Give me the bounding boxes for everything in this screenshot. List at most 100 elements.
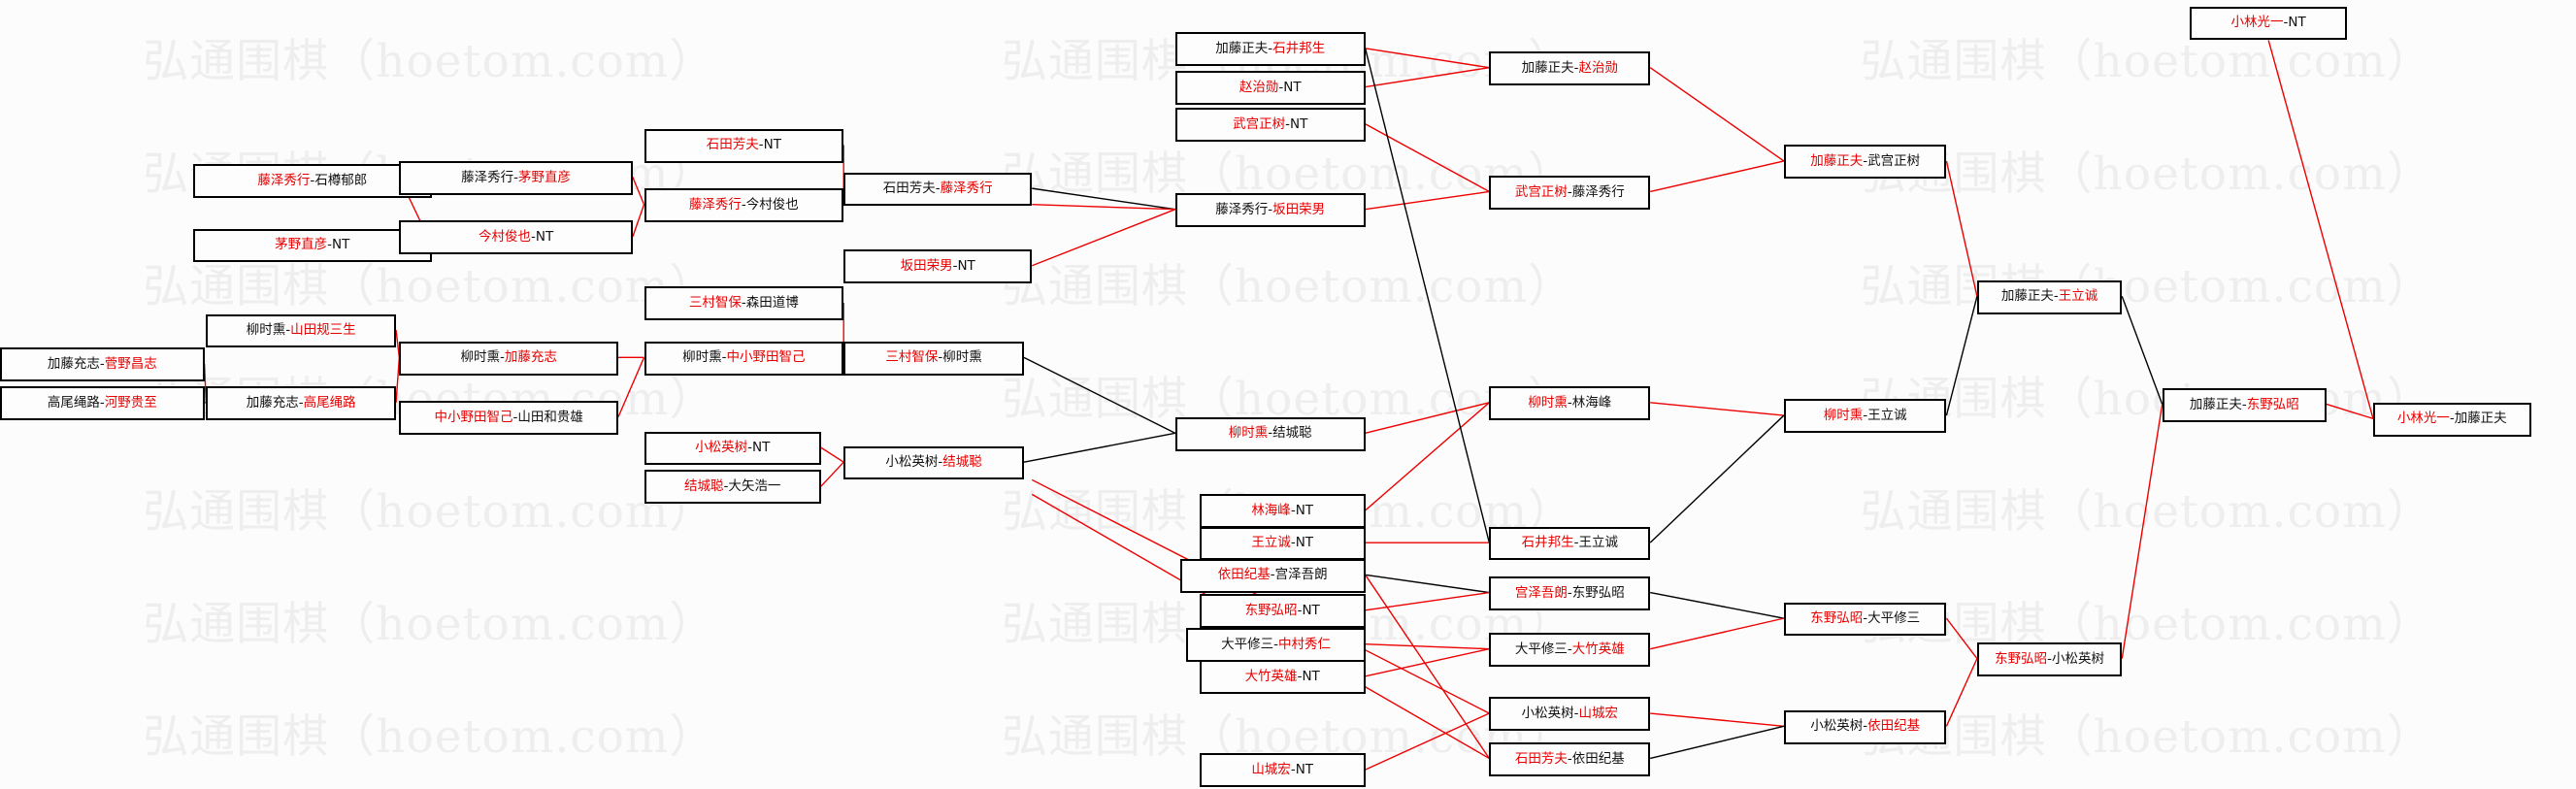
loser-name: 加藤正夫 <box>2189 396 2242 412</box>
name-separator: - <box>723 478 729 495</box>
loser-name: 大平修三 <box>1221 636 1274 652</box>
name-separator: - <box>1573 59 1579 76</box>
winner-name: 山田规三生 <box>290 322 356 339</box>
bracket-edge <box>1946 161 1977 296</box>
match-node[interactable]: 小松英树-山城宏 <box>1489 697 1651 732</box>
match-node[interactable]: 柳时熏-加藤充志 <box>399 341 618 376</box>
winner-name: 石田芳夫 <box>1514 750 1568 767</box>
match-node[interactable]: 东野弘昭-大平修三 <box>1783 602 1947 637</box>
name-separator: - <box>741 196 746 213</box>
loser-name: 山田和贵雄 <box>517 409 583 425</box>
name-separator: - <box>1863 718 1868 735</box>
winner-name: 菅野昌志 <box>104 356 157 373</box>
loser-name: NT <box>1283 79 1302 95</box>
match-node[interactable]: 武宫正树-藤泽秀行 <box>1489 175 1651 210</box>
bracket-edge <box>633 205 644 237</box>
match-node[interactable]: 藤泽秀行-坂田荣男 <box>1174 193 1366 227</box>
match-node[interactable]: 小松英树-NT <box>644 431 821 466</box>
match-node[interactable]: 柳时熏-王立诚 <box>1783 399 1947 434</box>
match-node[interactable]: 柳时熏-林海峰 <box>1489 386 1651 421</box>
loser-name: 结城聪 <box>1272 425 1312 442</box>
match-node[interactable]: 大平修三-大竹英雄 <box>1489 633 1651 667</box>
match-node[interactable]: 加藤充志-高尾绳路 <box>206 386 397 421</box>
match-node[interactable]: 东野弘昭-小松英树 <box>1976 642 2123 676</box>
match-node[interactable]: 宫泽吾朗-东野弘昭 <box>1489 575 1651 610</box>
winner-name: 柳时熏 <box>1528 394 1568 411</box>
bracket-edge <box>1650 161 1784 192</box>
winner-name: 石井邦生 <box>1521 535 1574 551</box>
loser-name: 小松英树 <box>2052 650 2105 667</box>
loser-name: NT <box>1295 762 1314 778</box>
winner-name: 加藤充志 <box>504 349 557 366</box>
match-node[interactable]: 高尾绳路-河野贵至 <box>0 386 205 421</box>
bracket-edge <box>1366 593 1490 610</box>
name-separator: - <box>310 172 315 188</box>
match-node[interactable]: 今村俊也-NT <box>399 220 633 255</box>
match-node[interactable]: 林海峰-NT <box>1199 494 1366 529</box>
match-node[interactable]: 石田芳夫-NT <box>644 128 844 163</box>
name-separator: - <box>938 349 943 366</box>
bracket-edge <box>1946 618 1977 658</box>
match-node[interactable]: 山城宏-NT <box>1199 753 1366 788</box>
match-node[interactable]: 赵治勋-NT <box>1174 71 1366 105</box>
name-separator: - <box>1573 535 1579 551</box>
winner-name: 藤泽秀行 <box>688 196 742 213</box>
match-node[interactable]: 坂田荣男-NT <box>843 249 1033 283</box>
match-node[interactable]: 加藤正夫-武宫正树 <box>1783 145 1947 180</box>
match-node[interactable]: 石井邦生-王立诚 <box>1489 526 1651 561</box>
loser-name: NT <box>535 228 554 245</box>
name-separator: - <box>531 228 536 245</box>
winner-name: 东野弘昭 <box>1995 650 2048 667</box>
match-node[interactable]: 柳时熏-山田规三生 <box>206 313 397 348</box>
match-node[interactable]: 依田纪基-宫泽吾朗 <box>1179 558 1366 593</box>
winner-name: 中小野田智己 <box>434 409 513 425</box>
bracket-edge <box>1366 644 1490 649</box>
match-node[interactable]: 藤泽秀行-今村俊也 <box>644 188 844 222</box>
match-node[interactable]: 大竹英雄-NT <box>1199 660 1366 695</box>
match-node[interactable]: 加藤充志-菅野昌志 <box>0 347 205 382</box>
match-node[interactable]: 中小野田智己-山田和贵雄 <box>399 401 618 435</box>
match-node[interactable]: 石田芳夫-藤泽秀行 <box>843 172 1033 207</box>
match-node[interactable]: 大平修三-中村秀仁 <box>1186 628 1366 662</box>
name-separator: - <box>99 394 105 411</box>
name-separator: - <box>1273 636 1278 652</box>
match-node[interactable]: 柳时熏-结城聪 <box>1174 416 1366 451</box>
match-node[interactable]: 加藤正夫-东野弘昭 <box>2162 387 2327 422</box>
match-node[interactable]: 加藤正夫-王立诚 <box>1976 279 2123 314</box>
match-node[interactable]: 小松英树-结城聪 <box>843 445 1024 480</box>
match-node[interactable]: 武宫正树-NT <box>1174 108 1366 142</box>
name-separator: - <box>1290 535 1296 551</box>
bracket-edge <box>1366 403 1490 434</box>
bracket-edge <box>1366 191 1490 209</box>
loser-name: NT <box>751 440 771 456</box>
name-separator: - <box>741 294 746 311</box>
match-node[interactable]: 石田芳夫-依田纪基 <box>1489 741 1651 776</box>
match-node[interactable]: 王立诚-NT <box>1199 526 1366 561</box>
loser-name: 大平修三 <box>1514 641 1568 657</box>
bracket-edge <box>1946 659 1977 727</box>
match-node[interactable]: 小林光一-加藤正夫 <box>2372 402 2531 437</box>
match-node[interactable]: 加藤正夫-石井邦生 <box>1174 32 1366 66</box>
match-node[interactable]: 小林光一-NT <box>2189 6 2348 41</box>
bracket-edge <box>1650 415 1784 542</box>
match-node[interactable]: 藤泽秀行-茅野直彦 <box>399 160 633 195</box>
loser-name: 石樽郁郎 <box>314 172 368 188</box>
loser-name: 藤泽秀行 <box>1571 183 1625 200</box>
match-node[interactable]: 小松英树-依田纪基 <box>1783 709 1947 744</box>
bracket-edge <box>1366 49 1490 542</box>
match-node[interactable]: 加藤正夫-赵治勋 <box>1489 51 1651 85</box>
match-node[interactable]: 结城聪-大矢浩一 <box>644 470 821 505</box>
match-node[interactable]: 三村智保-柳时熏 <box>843 341 1024 376</box>
name-separator: - <box>2241 396 2247 412</box>
match-node[interactable]: 柳时熏-中小野田智己 <box>644 341 844 376</box>
match-node[interactable]: 藤泽秀行-石樽郁郎 <box>193 164 432 199</box>
match-node[interactable]: 三村智保-森田道博 <box>644 286 844 321</box>
loser-name: NT <box>763 137 781 153</box>
match-node[interactable]: 东野弘昭-NT <box>1199 594 1366 629</box>
match-node[interactable]: 茅野直彦-NT <box>193 228 432 263</box>
bracket-edge <box>821 462 843 486</box>
winner-name: 河野贵至 <box>104 394 157 411</box>
loser-name: 加藤正夫 <box>1215 40 1269 56</box>
bracket-edge <box>1650 593 1784 619</box>
